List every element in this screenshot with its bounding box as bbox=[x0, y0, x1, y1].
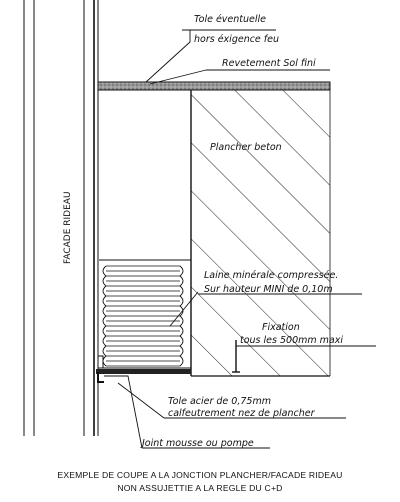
label-tole-acier-2: calfeutrement nez de plancher bbox=[168, 408, 316, 419]
label-joint: Joint mousse ou pompe bbox=[140, 438, 254, 449]
label-tole-acier-1: Tole acier de 0,75mm bbox=[168, 396, 271, 407]
caption-line-1: EXEMPLE DE COUPE A LA JONCTION PLANCHER/… bbox=[57, 470, 342, 480]
steel-sheet bbox=[96, 355, 191, 383]
label-fixation-2: tous les 500mm maxi bbox=[240, 335, 343, 346]
label-facade: FACADE RIDEAU bbox=[63, 191, 73, 264]
label-plancher: Plancher beton bbox=[210, 142, 282, 153]
leader-lines bbox=[104, 29, 376, 449]
floor-finish bbox=[97, 81, 331, 91]
mineral-wool bbox=[99, 259, 191, 369]
caption-line-2: NON ASSUJETTIE A LA REGLE DU C+D bbox=[117, 483, 282, 493]
label-revetement: Revetement Sol fini bbox=[222, 58, 316, 69]
label-tole-eventuelle: Tole éventuelle bbox=[194, 14, 266, 25]
label-laine-2: Sur hauteur MINI de 0,10m bbox=[204, 284, 333, 295]
curtain-wall bbox=[23, 0, 99, 436]
label-fixation-1: Fixation bbox=[262, 322, 300, 333]
fixation bbox=[232, 340, 240, 373]
label-laine-1: Laine minérale compressée. bbox=[204, 270, 338, 281]
label-hors-exigence-feu: hors éxigence feu bbox=[194, 34, 279, 45]
concrete-slab bbox=[190, 90, 331, 377]
